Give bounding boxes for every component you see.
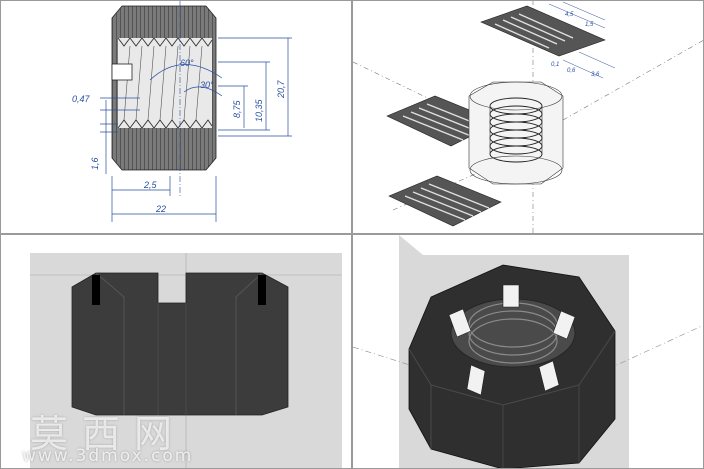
exploded-wireframe: 4,5 1,5 0,1 0,6 3,6 [353, 0, 704, 233]
dim-exploded-4: 3,6 [591, 72, 600, 78]
watermark-url: www.3dmox.com [22, 446, 194, 466]
panel-side-view [0, 235, 351, 469]
dim-slot-depth: 1,6 [90, 157, 100, 170]
dim-offset: 0,47 [72, 94, 91, 104]
dimension-drawing: 60° 30° 0,47 8,75 10,35 20,7 1,6 2,5 22 [72, 0, 292, 222]
dim-exploded-3: 0,6 [567, 68, 576, 74]
comb-plate-bottom [388, 175, 502, 227]
panel-dimensioned-drawing: 60° 30° 0,47 8,75 10,35 20,7 1,6 2,5 22 [0, 0, 351, 233]
dim-thread-angle: 60° [180, 58, 194, 68]
isometric-render [353, 235, 704, 469]
wireframe-nut [468, 81, 564, 185]
comb-plate-top [480, 5, 606, 57]
dim-inner-small: 8,75 [232, 99, 242, 118]
side-view-render [30, 253, 342, 469]
nut-isometric-shaded [408, 264, 616, 469]
dim-half-angle: 30° [200, 80, 214, 90]
divider-horizontal [0, 233, 704, 235]
dim-width: 22 [155, 204, 166, 214]
panel-exploded-view: 4,5 1,5 0,1 0,6 3,6 [353, 0, 704, 233]
dim-inner-large: 10,35 [254, 98, 264, 122]
watermark-chinese: 莫西网 [30, 412, 187, 456]
dim-exploded-0: 4,5 [565, 12, 574, 18]
panel-isometric-view [353, 235, 704, 469]
nut-side-shaded [71, 272, 289, 416]
dim-exploded-2: 0,1 [551, 62, 559, 68]
dim-pitch: 2,5 [143, 180, 158, 190]
dim-outer-height: 20,7 [276, 79, 286, 99]
dim-exploded-1: 1,5 [585, 22, 594, 28]
